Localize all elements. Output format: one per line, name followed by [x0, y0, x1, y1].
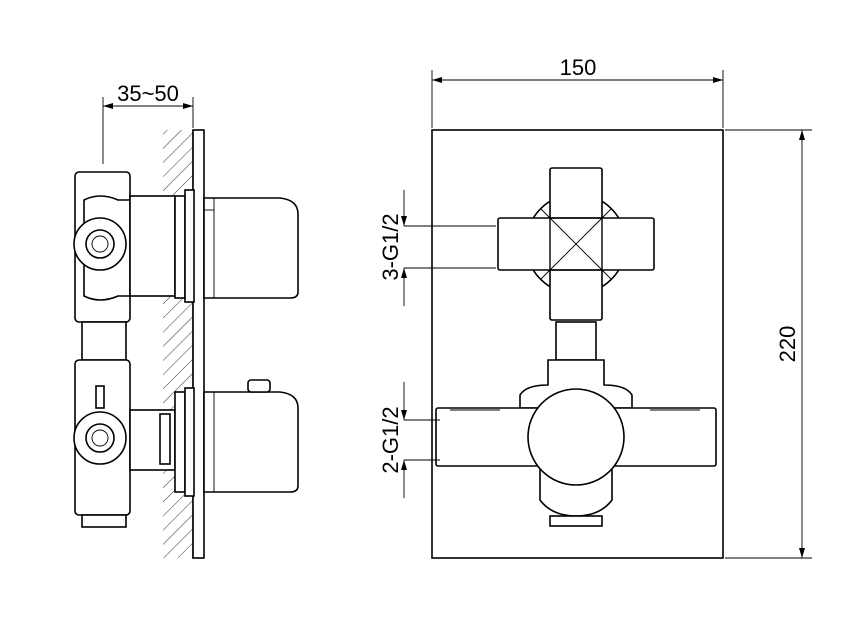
thermostat-body	[435, 359, 717, 527]
thermostat-knob	[527, 388, 625, 486]
lower-outlet-label: 2-G1/2	[378, 406, 403, 473]
upper-outlet-dimension: 3-G1/2	[378, 190, 496, 306]
height-dimension-label: 220	[775, 326, 800, 363]
depth-dimension-label: 35~50	[117, 81, 179, 106]
temperature-button	[247, 379, 271, 393]
upper-handle-side	[203, 197, 299, 299]
depth-dimension: 35~50	[102, 81, 194, 164]
front-connector	[555, 321, 597, 361]
height-dimension: 220	[725, 129, 812, 559]
front-view: 150 220 3-G1/2 2-G1/2	[378, 55, 812, 559]
lower-handle-side	[203, 391, 299, 493]
side-view: 35~50	[73, 81, 299, 559]
lower-outlet-dimension: 2-G1/2	[378, 382, 440, 498]
upper-valve-body	[73, 171, 195, 323]
width-dimension-label: 150	[560, 55, 597, 80]
side-connector	[81, 321, 127, 361]
cross-handle	[497, 167, 655, 321]
width-dimension: 150	[431, 55, 724, 128]
upper-outlet-label: 3-G1/2	[378, 213, 403, 280]
cover-plate-side	[192, 129, 205, 559]
lower-valve-body	[73, 359, 195, 528]
